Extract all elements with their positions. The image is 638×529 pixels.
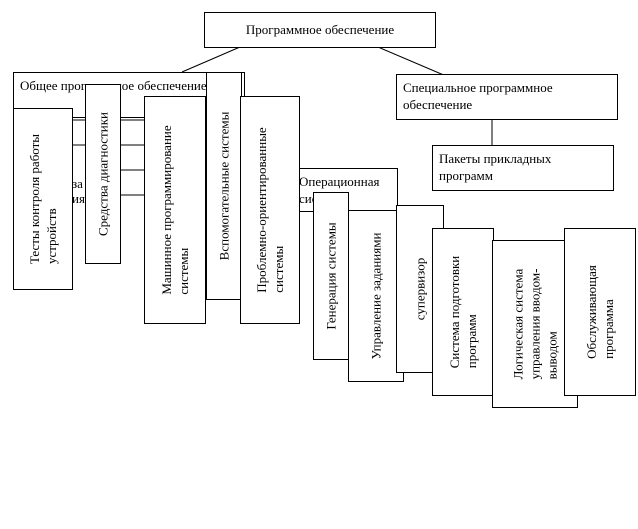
- aux-box: Вспомогательные системы: [206, 72, 242, 300]
- machine-text: Машинное программирование системы: [159, 125, 191, 295]
- diag-text: Средства диагностики: [95, 112, 111, 236]
- serv-box: Обслуживающая программа: [564, 228, 636, 396]
- connector-root-special: [377, 46, 447, 77]
- logic-text: Логическая система управления вводом- вы…: [510, 268, 560, 380]
- prep-box: Система подготовки программ: [432, 228, 494, 396]
- root-box: Программное обеспечение: [204, 12, 436, 48]
- problem-text: Проблемно-ориентированные системы: [254, 127, 286, 293]
- packages-label: Пакеты прикладных программ: [439, 151, 552, 183]
- root-label: Программное обеспечение: [245, 22, 395, 37]
- gen-text: Генерация системы: [323, 222, 339, 330]
- general-fragment-2: ия: [72, 191, 85, 206]
- special-box: Специальное программное обеспечение: [396, 74, 618, 120]
- machine-box: Машинное программирование системы: [144, 96, 206, 324]
- problem-box: Проблемно-ориентированные системы: [240, 96, 300, 324]
- super-text: супервизор: [412, 257, 428, 321]
- prep-text: Система подготовки программ: [447, 255, 479, 369]
- tests-box: Тесты контроля работы устройств: [13, 108, 73, 290]
- jobs-text: Управление заданиями: [368, 232, 384, 360]
- connector-root-general: [181, 46, 241, 73]
- packages-box: Пакеты прикладных программ: [432, 145, 614, 191]
- logic-box: Логическая система управления вводом- вы…: [492, 240, 578, 408]
- special-label: Специальное программное обеспечение: [403, 80, 553, 112]
- aux-text: Вспомогательные системы: [216, 111, 232, 261]
- tests-text: Тесты контроля работы устройств: [27, 133, 59, 265]
- general-fragment-1: за: [72, 176, 83, 191]
- diag-box: Средства диагностики: [85, 84, 121, 264]
- gen-box: Генерация системы: [313, 192, 349, 360]
- serv-text: Обслуживающая программа: [584, 265, 616, 359]
